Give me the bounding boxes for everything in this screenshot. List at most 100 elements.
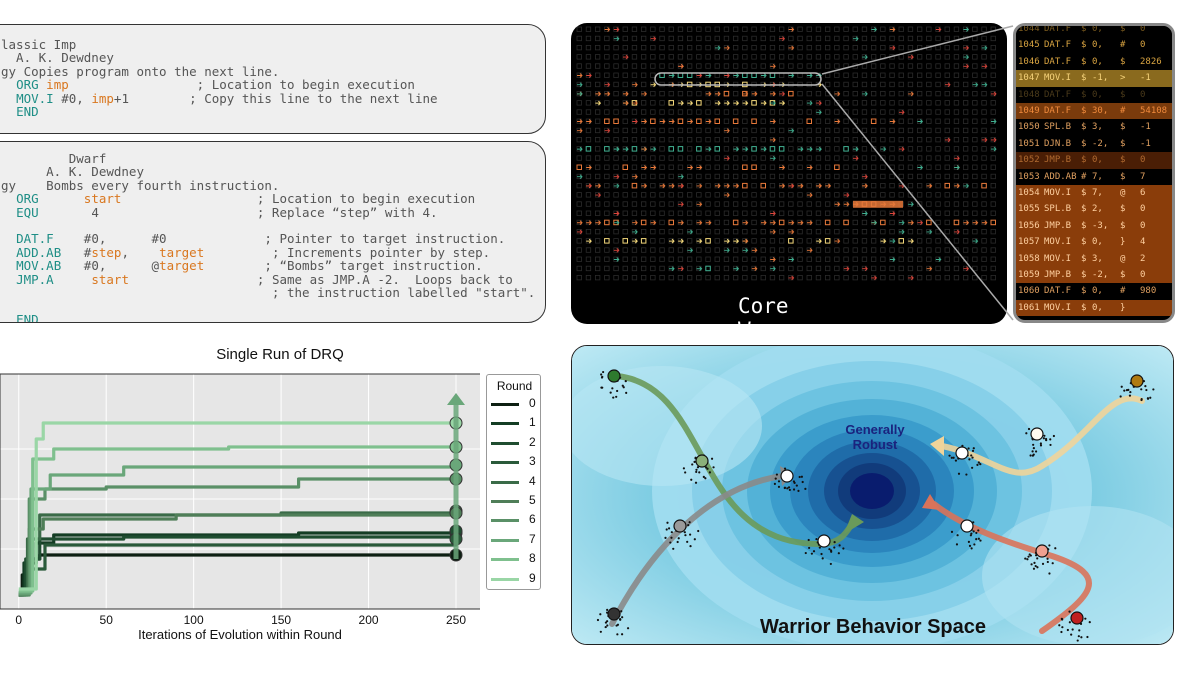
chart-series-line-4: [18, 511, 458, 597]
dwarf-code-token: ; Same as JMP.A -2. Loops back to: [128, 271, 513, 287]
legend-label: 6: [529, 512, 536, 527]
chart-series-line-6: [18, 477, 457, 597]
memory-bv: -1: [1140, 138, 1151, 149]
memory-bv: 2: [1140, 253, 1146, 264]
memory-addr: 1048: [1018, 89, 1040, 100]
dwarf-code-line: gy Bombs every fourth instruction.: [1, 178, 279, 193]
memory-addr: 1060: [1018, 286, 1040, 297]
memory-addr: 1044: [1018, 24, 1040, 34]
memory-a: #: [1081, 171, 1087, 182]
core-war-grid-panel: [571, 23, 1007, 324]
memory-bv: 0: [1140, 204, 1146, 215]
dwarf-code-line: ADD.AB #step, target ; Increments pointe…: [1, 245, 490, 260]
legend-title: Round: [496, 379, 533, 393]
core-cells: [576, 26, 996, 281]
chart-x-tick-label: 150: [271, 613, 291, 624]
memory-addr: 1057: [1018, 237, 1040, 248]
memory-addr: 1049: [1018, 106, 1040, 116]
chart-plot-area: [0, 374, 480, 609]
memory-a: $: [1081, 286, 1087, 297]
core-war-grid: [576, 26, 997, 281]
legend-label: 5: [529, 493, 536, 507]
legend-item: 7: [491, 531, 541, 550]
memory-bv: 0: [1140, 24, 1146, 34]
dwarf-code-token: start: [83, 191, 122, 207]
memory-av: 0,: [1092, 89, 1103, 100]
memory-b: $: [1120, 122, 1126, 133]
memory-op: SPL.B: [1044, 204, 1072, 215]
imp-code-token: lassic Imp: [1, 37, 77, 52]
dwarf-code-token: ADD.AB: [16, 244, 62, 260]
legend-label: 1: [529, 415, 536, 430]
dwarf-code-line: EQU 4 ; Replace “step” with 4.: [1, 204, 438, 220]
dwarf-code-token: ; Increments pointer by step.: [204, 244, 491, 260]
legend-swatch: [491, 403, 519, 406]
imp-code-token: gy Copies program onto the next line.: [1, 63, 280, 79]
memory-bv: 0: [1140, 220, 1146, 231]
memory-bv: 980: [1140, 286, 1157, 297]
imp-code-token: #0,: [53, 90, 92, 106]
legend-label: 8: [529, 551, 536, 566]
legend-item: 3: [491, 453, 541, 472]
memory-addr: 1045: [1018, 40, 1040, 51]
legend-swatch: [491, 538, 519, 542]
imp-code-token: A. K. Dewdney: [1, 50, 114, 66]
chart-series-line-7: [18, 465, 458, 595]
memory-addr: 1046: [1018, 56, 1040, 67]
memory-bv: -1: [1140, 73, 1151, 84]
legend-swatch: [491, 461, 519, 465]
memory-b: >: [1120, 73, 1126, 84]
imp-code-text: lassic Imp A. K. Dewdney gy Copies progr…: [1, 38, 438, 118]
memory-op: ADD.AB: [1044, 171, 1077, 182]
memory-bv: 2826: [1140, 56, 1162, 67]
memory-a: $: [1081, 270, 1087, 280]
chart-progress-arrowhead: [447, 393, 466, 405]
dwarf-code-token: DAT.F: [16, 231, 54, 247]
memory-op: MOV.I: [1044, 302, 1072, 313]
dwarf-code-token: ; Location to begin execution: [121, 191, 476, 207]
legend-item: 5: [491, 492, 541, 511]
memory-addr: 1053: [1018, 171, 1040, 182]
memory-b: $: [1120, 270, 1126, 280]
imp-code-line: gy Copies program onto the next line.: [1, 64, 279, 79]
dwarf-code-token: ; “Bombs” target instruction.: [204, 258, 483, 274]
memory-av: 3,: [1092, 122, 1103, 133]
dwarf-code-line: JMP.A start ; Same as JMP.A -2. Loops ba…: [1, 272, 513, 287]
legend-swatch: [491, 422, 519, 426]
dwarf-code-token: JMP.A: [16, 271, 54, 287]
green-trajectory-arrow: [614, 373, 864, 548]
memory-addr: 1055: [1018, 204, 1040, 215]
dwarf-code-token: start: [91, 271, 129, 287]
chart-x-tick-label: 250: [446, 613, 466, 624]
memory-op: JMP.B: [1044, 155, 1072, 166]
memory-bv: 7: [1140, 171, 1146, 182]
memory-av: -2,: [1092, 270, 1109, 280]
chart-x-tick-label: 200: [359, 613, 379, 624]
chart-title: Single Run of DRQ: [216, 346, 344, 363]
memory-a: $: [1081, 56, 1087, 67]
dwarf-code-line: END: [1, 312, 39, 322]
dwarf-code-token: 4 ; Replace “step” with 4.: [38, 204, 438, 220]
dwarf-code-token: Dwarf: [1, 151, 107, 166]
dwarf-code-panel: Dwarf A. K. Dewdney gy Bombs every fourt…: [0, 141, 546, 323]
dwarf-code-token: gy Bombs every fourth instruction.: [1, 177, 280, 193]
imp-code-line: A. K. Dewdney: [1, 50, 114, 65]
memory-bv: 0: [1140, 155, 1146, 166]
memory-b: $: [1120, 24, 1126, 34]
imp-code-token: MOV.I: [16, 90, 54, 106]
memory-b: $: [1120, 220, 1126, 231]
dwarf-code-token: ORG: [16, 191, 39, 207]
memory-b: $: [1120, 138, 1126, 149]
dwarf-code-token: ,: [121, 244, 160, 260]
legend-item: 1: [491, 414, 541, 433]
memory-a: $: [1081, 220, 1087, 231]
